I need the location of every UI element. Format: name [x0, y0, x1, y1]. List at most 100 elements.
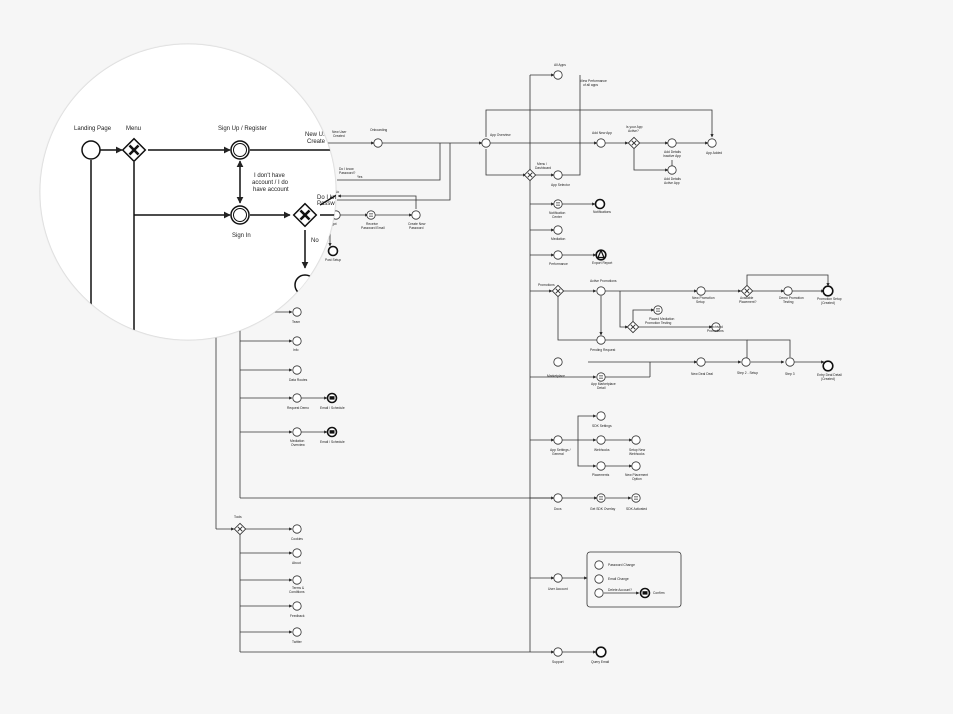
node-new-deal[interactable] [696, 357, 706, 367]
label-performance: Performance [549, 262, 568, 266]
label-view-performance: View Performance [580, 79, 607, 83]
diagram-labels: New User Created Onboarding App Overview… [234, 63, 842, 664]
label-available-placement: Available [740, 296, 753, 300]
doc-icon [369, 213, 373, 217]
node-password-change[interactable] [594, 560, 604, 570]
node-email-change[interactable] [594, 574, 604, 584]
node-about[interactable] [292, 548, 302, 558]
node-archived-promotions[interactable] [711, 322, 721, 332]
node-add-details-active[interactable] [667, 165, 677, 175]
node-terms[interactable] [292, 575, 302, 585]
gateway-menu[interactable] [121, 137, 147, 163]
node-add-details-inactive[interactable] [667, 138, 677, 148]
node-app-added[interactable] [707, 138, 717, 148]
label-promotion-created-2: (Created) [821, 301, 835, 305]
node-data-routes[interactable] [292, 365, 302, 375]
label-setup-webhooks: Setup New [629, 448, 646, 452]
node-placements[interactable] [596, 461, 606, 471]
gateway-promotions[interactable] [551, 284, 565, 298]
label-create-new-password: Create New [408, 222, 426, 226]
end-promotion-created[interactable] [822, 285, 834, 297]
node-delete-account[interactable] [594, 588, 604, 598]
gateway-available-placement[interactable] [740, 284, 754, 298]
gateway-archive[interactable] [626, 320, 640, 334]
export-report-icon[interactable] [597, 248, 605, 259]
zoom-label-menu: Menu [126, 126, 141, 132]
zoom-label-new-user: New U. [305, 132, 325, 138]
label-mediation-overview-2: Overview [291, 443, 305, 447]
label-request-demo: Request Demo [287, 406, 309, 410]
zoom-label-signin: Sign In [232, 233, 251, 239]
gateway-tools[interactable] [233, 522, 247, 536]
node-twitter[interactable] [292, 627, 302, 637]
node-cookies[interactable] [292, 524, 302, 534]
node-docs[interactable] [553, 493, 563, 503]
node-pending-request[interactable] [596, 335, 606, 345]
envelope-icon [642, 591, 648, 595]
label-app-settings: App Settings / [550, 448, 571, 452]
label-step2: Step 2 - Setup [737, 371, 758, 375]
label-new-deal: New Deal Deal [691, 372, 713, 376]
node-sdk-settings[interactable] [596, 411, 606, 421]
label-info: Info [293, 348, 299, 352]
label-is-app-live-2: Active? [628, 129, 639, 133]
node-feedback[interactable] [292, 601, 302, 611]
label-app-marketplace-2: Detail [597, 386, 606, 390]
end-query-email[interactable] [595, 646, 607, 658]
label-mediation-overview: Mediation [290, 439, 304, 443]
node-step2[interactable] [741, 357, 751, 367]
end-export-report[interactable] [595, 249, 607, 261]
node-demo-promotion-testing[interactable] [783, 286, 793, 296]
node-mediation-overview[interactable] [292, 427, 302, 437]
node-create-new-password[interactable] [411, 210, 421, 220]
node-active-promotions[interactable] [596, 286, 606, 296]
node-sign-up[interactable] [230, 140, 250, 160]
label-cookies: Cookies [291, 537, 303, 541]
label-demo-promotion-2: Testing [783, 300, 794, 304]
node-app-settings[interactable] [553, 435, 563, 445]
doc-icon [599, 375, 603, 379]
node-user-account[interactable] [553, 573, 563, 583]
end-notifications[interactable] [594, 198, 606, 210]
end-post-setup[interactable] [327, 245, 339, 257]
node-marketplace[interactable] [553, 357, 563, 367]
label-notification-center: Notification [549, 211, 565, 215]
label-email-schedule-1: Email / Schedule [320, 406, 345, 410]
node-new-promotion-setup[interactable] [696, 286, 706, 296]
node-app-overview[interactable] [481, 138, 491, 148]
node-mediation[interactable] [553, 225, 563, 235]
label-feedback: Feedback [290, 614, 305, 618]
node-request-demo[interactable] [292, 393, 302, 403]
gateway-menu-dashboard[interactable] [523, 168, 537, 182]
start-event-landing[interactable] [81, 140, 101, 160]
node-webhooks[interactable] [596, 435, 606, 445]
label-about: About [292, 561, 301, 565]
gateway-do-i-know-password[interactable] [292, 202, 318, 228]
label-terms: Terms & [292, 586, 305, 590]
envelope-icon [329, 430, 335, 434]
node-app-selector[interactable] [553, 170, 563, 180]
node-performance[interactable] [553, 250, 563, 260]
node-team[interactable] [292, 307, 302, 317]
node-onboarding[interactable] [373, 138, 383, 148]
gateway-is-app-live[interactable] [627, 136, 641, 150]
node-support[interactable] [553, 647, 563, 657]
node-step3[interactable] [785, 357, 795, 367]
node-add-new-app[interactable] [596, 138, 606, 148]
label-delete-account: Delete Account? [608, 588, 632, 592]
node-new-placement[interactable] [631, 461, 641, 471]
end-deal-created[interactable] [822, 360, 834, 372]
node-sign-in[interactable] [230, 205, 250, 225]
label-receive-reset-2: Password Email [361, 226, 385, 230]
label-app-selector: App Selector [551, 183, 571, 187]
label-support: Support [552, 660, 564, 664]
node-setup-webhooks[interactable] [631, 435, 641, 445]
label-notifications: Notifications [593, 210, 611, 214]
node-all-apps[interactable] [553, 70, 563, 80]
label-app-marketplace: App Marketplace [591, 382, 616, 386]
label-app-overview: App Overview [490, 133, 511, 137]
label-webhooks: Webhooks [594, 448, 610, 452]
label-step3: Step 3 [785, 372, 795, 376]
doc-icon [634, 496, 638, 500]
node-info[interactable] [292, 336, 302, 346]
